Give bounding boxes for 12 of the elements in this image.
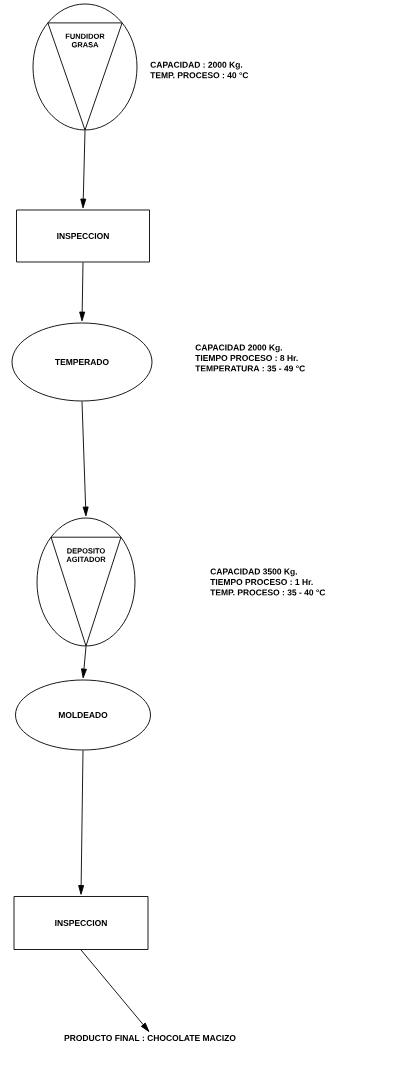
spec-text: CAPACIDAD 2000 Kg. TIEMPO PROCESO : 8 Hr. TEMPERATURA : 35 - 49 °C bbox=[195, 344, 305, 372]
arrow bbox=[81, 646, 87, 679]
arrow bbox=[79, 262, 86, 322]
inspection-box: INSPECCION bbox=[13, 896, 149, 950]
arrow bbox=[80, 949, 150, 1032]
inspection-box: INSPECCION bbox=[16, 209, 150, 263]
arrow bbox=[80, 130, 87, 209]
arrow bbox=[78, 750, 85, 895]
result-text: PRODUCTO FINAL : CHOCOLATE MACIZO bbox=[64, 1035, 236, 1041]
spec-text: CAPACIDAD 3500 Kg. TIEMPO PROCESO : 1 Hr. TEMP. PROCESO : 35 - 40 °C bbox=[210, 568, 326, 596]
spec-text: CAPACIDAD : 2000 Kg. TEMP. PROCESO : 40 °C bbox=[150, 61, 249, 79]
arrow bbox=[81, 401, 89, 517]
